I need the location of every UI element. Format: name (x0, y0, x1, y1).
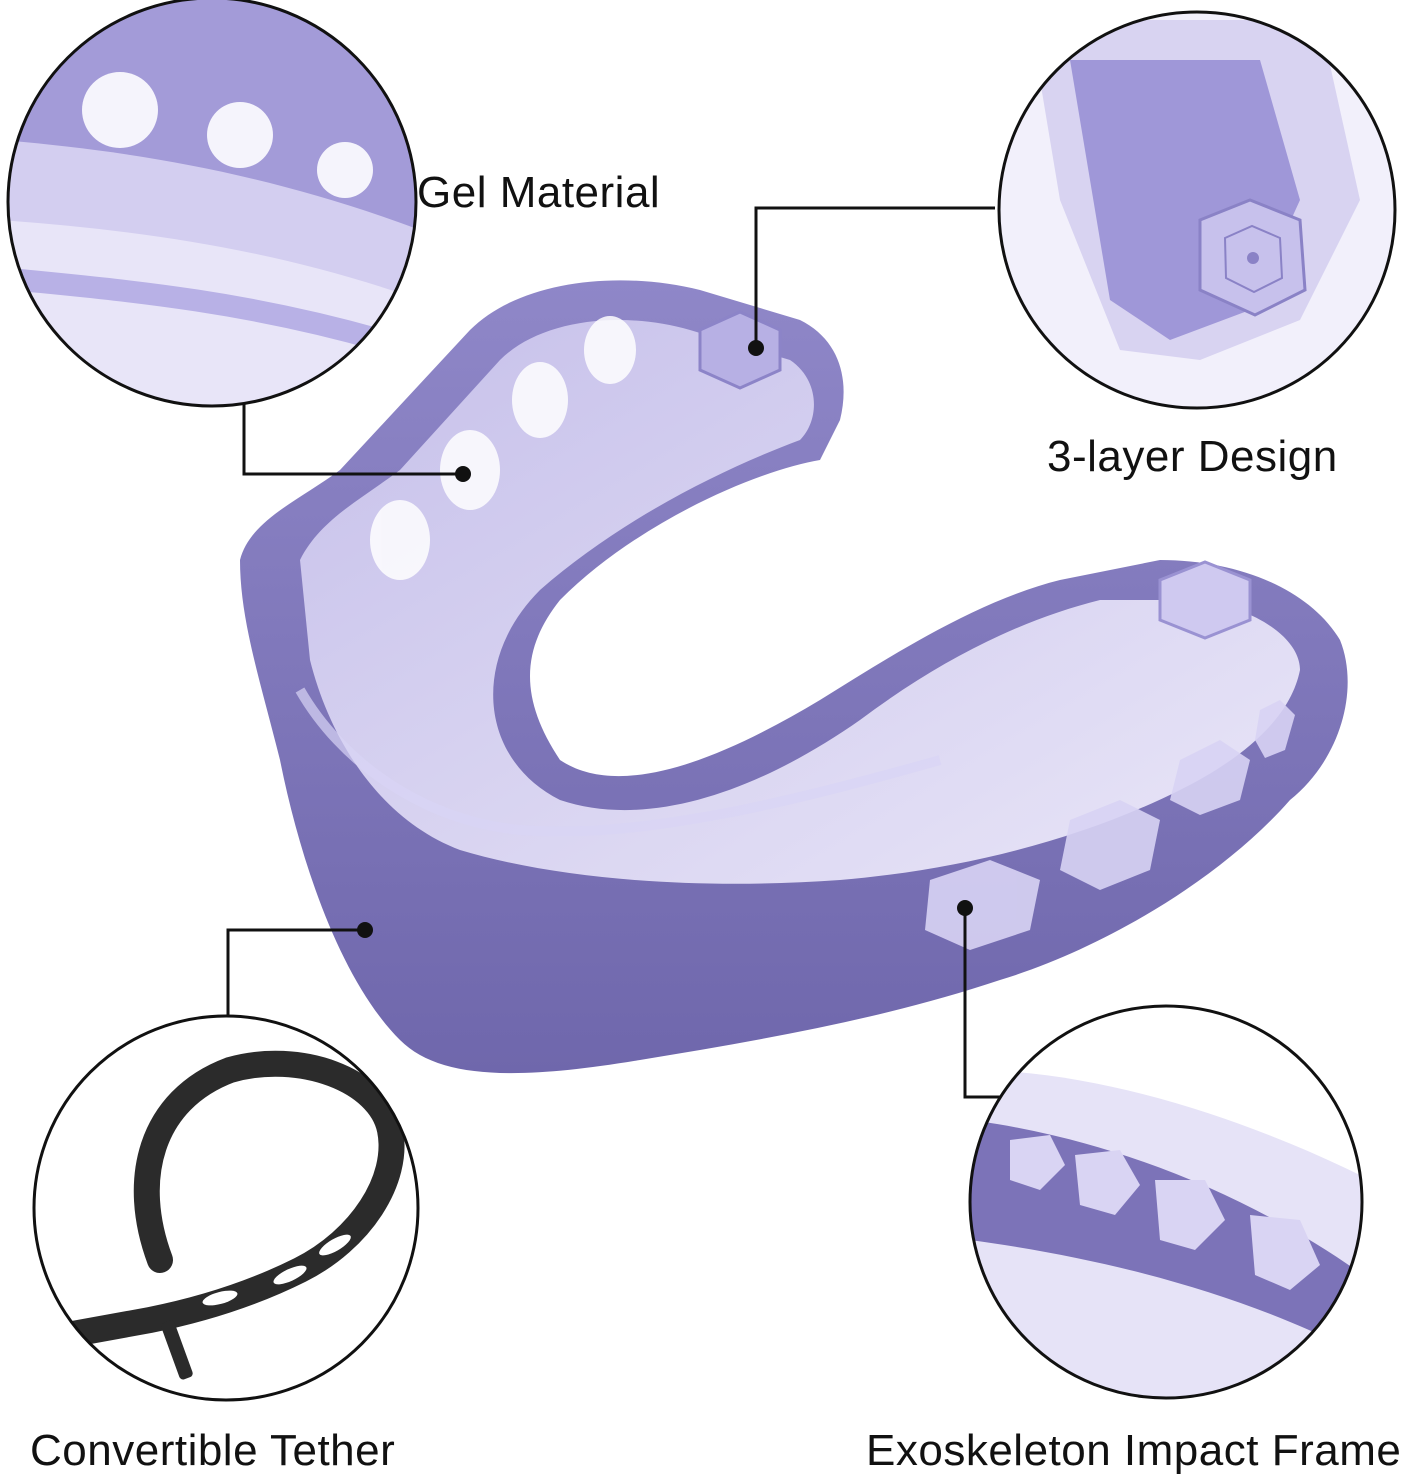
three-layer-design-label: 3-layer Design (1047, 432, 1338, 481)
detail-circle-exo (968, 1004, 1364, 1400)
mouthguard (240, 280, 1348, 1074)
hex-cap-right (1158, 560, 1252, 640)
hex-cap-left (698, 310, 782, 390)
exoskeleton-frame-label: Exoskeleton Impact Frame (866, 1426, 1402, 1475)
layer-leader-line (754, 206, 995, 348)
gel-pods (370, 316, 636, 580)
exoskeleton-windows (925, 700, 1295, 950)
convertible-tether-label: Convertible Tether (30, 1426, 396, 1475)
detail-circle-gel (6, 0, 418, 408)
detail-circle-tether (32, 1014, 420, 1402)
detail-circle-layer (997, 10, 1397, 410)
gel-material-label: Gel Material (417, 168, 661, 217)
tether-leader-line (226, 928, 365, 1016)
gel-leader-line (242, 395, 463, 476)
callout-lines (226, 206, 1010, 1099)
tether-strap (34, 1050, 405, 1353)
callout-dots (357, 340, 973, 938)
exo-leader-line (963, 908, 1010, 1099)
mouthguard-clear-tray (300, 320, 1300, 884)
